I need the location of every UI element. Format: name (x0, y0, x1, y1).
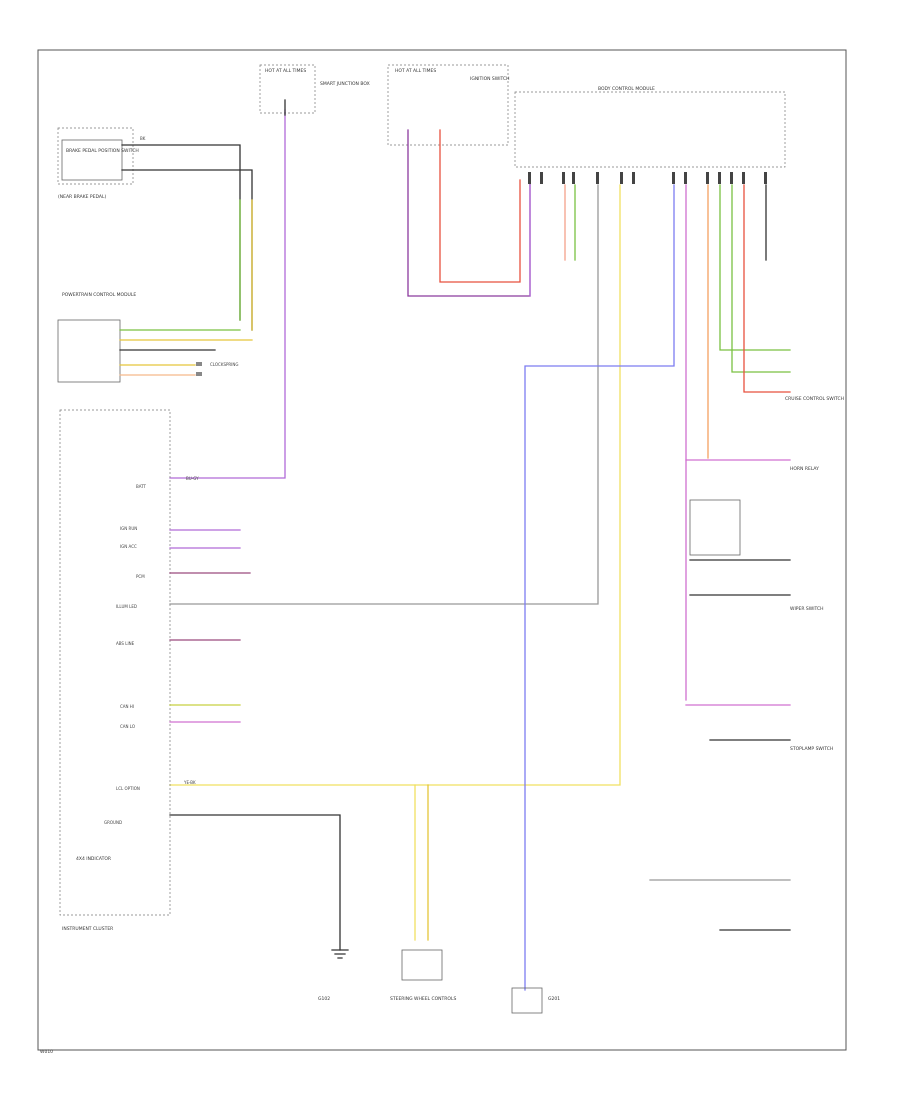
ground-g102: G102 (318, 949, 349, 1002)
clockspring-component: G201 (511, 987, 560, 1014)
pin-label-10: LCL OPTION (116, 786, 140, 791)
wire-code-blue: BU-GY (186, 476, 199, 481)
steering-wheel-controls: STEERING WHEEL CONTROLS (390, 949, 456, 1002)
instrument-cluster: INSTRUMENT CLUSTER 4X4 INDICATOR (59, 409, 171, 932)
cluster-subtitle: 4X4 INDICATOR (76, 856, 111, 862)
brake-switch-location: (NEAR BRAKE PEDAL) (58, 194, 106, 200)
hot-at-all-times-1: HOT AT ALL TIMES SMART JUNCTION BOX (259, 64, 370, 114)
pcm-label: POWERTRAIN CONTROL MODULE (62, 292, 136, 298)
wire-code-yellow: YE-BK (183, 780, 196, 785)
pin-label-4: ILLUM LED (116, 604, 137, 609)
pin-label-3: PCM (136, 574, 145, 579)
stoplamp-switch-label: STOPLAMP SWITCH (790, 746, 833, 752)
brake-switch-label: BRAKE PEDAL POSITION SWITCH (66, 148, 139, 154)
footer-code: W010 (40, 1049, 53, 1055)
hot-at-all-times-2: HOT AT ALL TIMES IGNITION SWITCH (387, 64, 510, 146)
brake-pedal-switch: BRAKE PEDAL POSITION SWITCH (NEAR BRAKE … (57, 127, 139, 200)
pin-label-6: CAN HI (120, 704, 134, 709)
ground-g201-label: G201 (548, 996, 560, 1002)
diagram-frame (37, 49, 847, 1051)
hot-label-1: HOT AT ALL TIMES (265, 68, 306, 74)
wiper-switch-label: WIPER SWITCH (790, 606, 824, 612)
pin-label-2: IGN ACC (120, 544, 137, 549)
pin-label-1: IGN RUN (120, 526, 137, 531)
data-link-note: CLOCKSPRING (210, 362, 238, 367)
hot-label-2: HOT AT ALL TIMES (395, 68, 436, 74)
pin-label-5: ABS LINE (116, 641, 135, 646)
body-control-module: BODY CONTROL MODULE (514, 86, 786, 168)
cruise-switch-label: CRUISE CONTROL SWITCH (785, 396, 844, 402)
powertrain-control-module: POWERTRAIN CONTROL MODULE (57, 292, 136, 383)
bcm-label: BODY CONTROL MODULE (598, 86, 655, 92)
cluster-title: INSTRUMENT CLUSTER (62, 926, 113, 932)
pin-label-7: CAN LO (120, 724, 135, 729)
horn-relay-label: HORN RELAY (790, 466, 819, 472)
wire-code-black-1: BK (140, 136, 146, 141)
pin-label-0: BATT (136, 484, 147, 489)
cluster-pin-labels: BATT IGN RUN IGN ACC PCM ILLUM LED ABS L… (104, 484, 147, 825)
ignition-switch-label: IGNITION SWITCH (470, 76, 510, 82)
ground-g102-label: G102 (318, 996, 330, 1002)
bcm-pins (528, 172, 767, 184)
steering-controls-label: STEERING WHEEL CONTROLS (390, 996, 456, 1002)
pin-label-11: GROUND (104, 820, 122, 825)
fuse-box-label: SMART JUNCTION BOX (320, 81, 370, 87)
